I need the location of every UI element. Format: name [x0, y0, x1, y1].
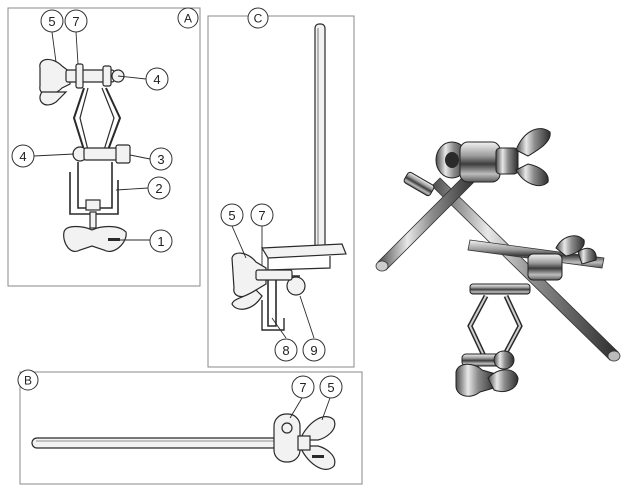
panel-a-callouts: 5 7 4 4 3 2 1	[11, 9, 173, 253]
lower-clamp-assembly	[455, 235, 597, 397]
callout-a-3: 3	[157, 152, 164, 167]
panel-c-frame	[207, 15, 355, 368]
callout-b-5: 5	[327, 380, 334, 395]
callout-c-5: 5	[228, 208, 235, 223]
panel-a-frame	[7, 7, 201, 287]
chrome-rod-long	[431, 177, 621, 362]
top-clamp-assembly	[403, 128, 551, 197]
panel-a-letter: A	[184, 12, 192, 26]
panel-a-letter-badge	[177, 7, 199, 29]
panel-c-letter-badge	[247, 7, 269, 29]
callout-a-4-top: 4	[153, 72, 160, 87]
panel-b-rod-drawing	[31, 413, 336, 470]
panel-c: C 5 7	[207, 7, 355, 368]
panel-c-callouts: 5 7 8 9	[220, 203, 326, 362]
panel-b-letter: B	[24, 374, 32, 388]
panel-c-clamp-drawing	[231, 23, 347, 331]
callout-a-5: 5	[48, 14, 55, 29]
panel-c-letter: C	[254, 12, 263, 26]
callout-a-7: 7	[72, 14, 79, 29]
callout-b-7: 7	[299, 380, 306, 395]
callout-a-4-left: 4	[19, 149, 26, 164]
panel-b-leaders	[289, 397, 331, 421]
panel-b-frame	[19, 371, 363, 485]
callout-c-8: 8	[282, 343, 289, 358]
callout-c-7: 7	[258, 208, 265, 223]
panel-a: A	[7, 7, 201, 287]
panel-b: B 7 5	[17, 369, 363, 485]
callout-a-1: 1	[157, 234, 164, 249]
panel-c-leaders	[231, 225, 315, 339]
callout-a-2: 2	[155, 181, 162, 196]
assembled-clamp-photo	[375, 128, 621, 397]
panel-a-clamp-drawing	[39, 58, 131, 252]
panel-a-leaders	[33, 31, 151, 241]
callout-c-9: 9	[310, 343, 317, 358]
panel-b-letter-badge	[17, 369, 39, 391]
panel-b-callouts: 7 5	[291, 375, 343, 399]
